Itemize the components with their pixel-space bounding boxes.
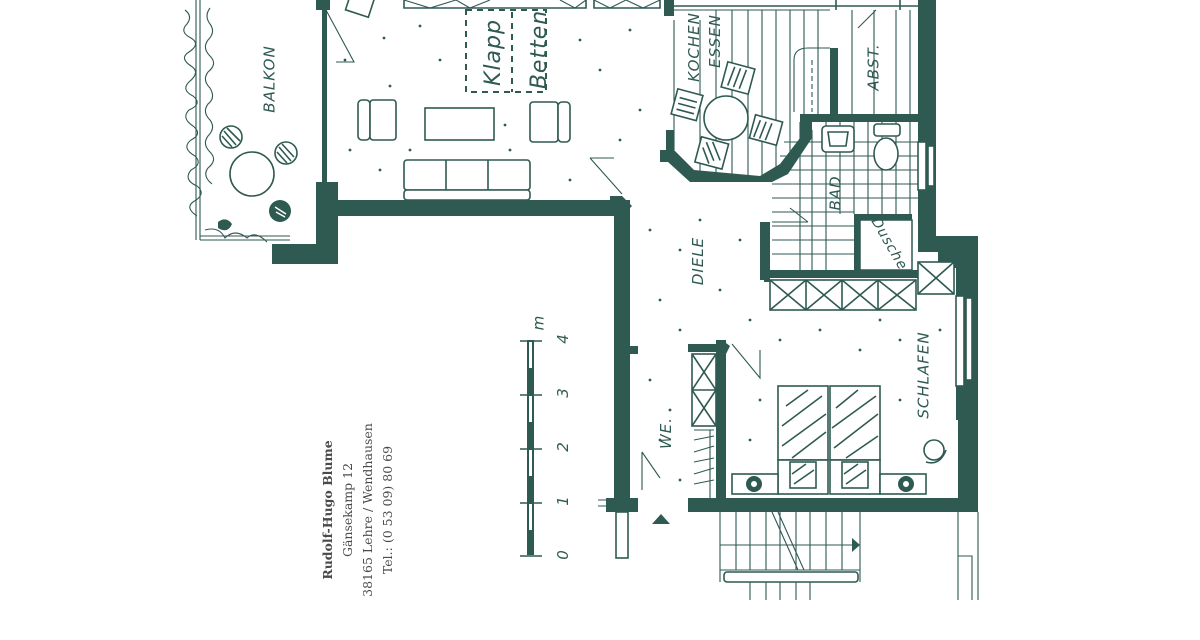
room-label-abst: ABST.	[864, 43, 883, 91]
address-phone: Tel.: (0 53 09) 80 69	[380, 445, 395, 575]
room-label-balkon: BALKON	[260, 45, 279, 113]
room-label-schlafen: SCHLAFEN	[914, 331, 933, 419]
scale-tick-0: 0	[553, 550, 572, 560]
hallway	[598, 343, 761, 559]
living-room	[325, 0, 623, 201]
scale-unit: m	[529, 315, 548, 331]
windows-top	[403, 0, 920, 10]
floor-plan-drawing	[183, 0, 979, 600]
kitchen	[670, 9, 830, 176]
balcony	[183, 0, 298, 243]
wardrobe	[769, 261, 973, 387]
room-label-kochen: KOCHEN	[684, 12, 703, 82]
room-label-diele: DIELE	[689, 236, 708, 286]
bedroom	[731, 385, 947, 495]
floor-texture	[343, 24, 942, 482]
room-label-bad: BAD	[826, 175, 845, 211]
room-label-klapp: Klapp	[480, 19, 506, 86]
scale-tick-1: 1	[553, 496, 572, 506]
scale-bar	[520, 340, 542, 557]
room-label-betten: Betten	[527, 9, 553, 90]
room-label-wc: WE.	[657, 416, 676, 450]
storage-room	[851, 9, 911, 114]
address-block: Rudolf-Hugo Blume Gänsekamp 12 38165 Leh…	[318, 380, 398, 640]
address-city: 38165 Lehre / Wendhausen	[360, 423, 375, 597]
room-label-essen: ESSEN	[705, 14, 724, 68]
staircase	[719, 511, 979, 600]
address-name: Rudolf-Hugo Blume	[320, 440, 335, 580]
scale-tick-2: 2	[553, 442, 572, 452]
bathroom	[772, 122, 935, 271]
address-street: Gänsekamp 12	[340, 462, 355, 558]
scale-tick-4: 4	[553, 334, 572, 344]
scale-tick-3: 3	[553, 388, 572, 398]
balcony-table	[229, 151, 275, 197]
